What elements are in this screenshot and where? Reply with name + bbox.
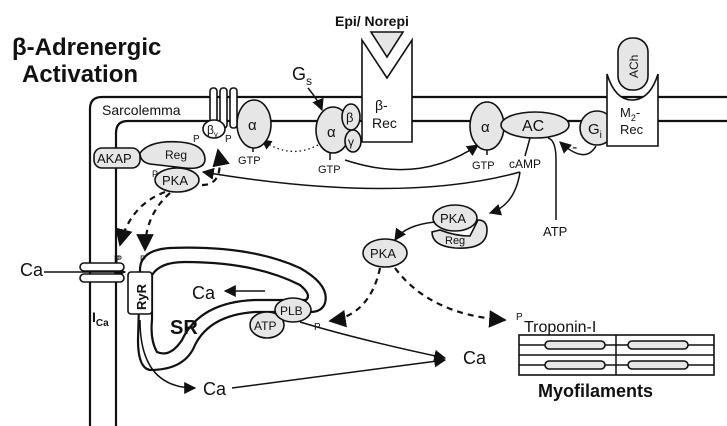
- gs-alpha-label: α: [327, 124, 336, 141]
- ryr-p-1: P: [114, 254, 120, 264]
- troponin-p: P: [516, 312, 523, 323]
- m2-label-1: M2-: [620, 105, 640, 123]
- ca-bottom-arrow: [139, 319, 197, 394]
- ac-gtp-label: GTP: [472, 160, 495, 172]
- pka-reg-pka-label: PKA: [440, 211, 466, 226]
- pka-reg-subunit: [431, 219, 488, 249]
- sr-outer: [136, 246, 327, 372]
- title-line1: β-Adrenergic: [12, 34, 161, 61]
- ca-to-right-line: [231, 355, 447, 389]
- akap-pka-to-ryr-dash: [115, 190, 166, 247]
- ac-label: AC: [522, 118, 544, 135]
- akap-p: P: [152, 169, 158, 179]
- akap: [93, 147, 141, 169]
- pka-to-plb-dash: [328, 267, 382, 328]
- pka-reg-pka: [432, 204, 478, 232]
- ac-to-camp: [524, 137, 531, 157]
- pka-to-troponin-dash: [394, 267, 507, 328]
- gi-inhibit-arrow: [559, 141, 597, 156]
- ca-right-label: Ca: [463, 348, 487, 368]
- pka-reg-label: Reg: [445, 235, 465, 247]
- troponin-label: Troponin-I: [524, 319, 596, 336]
- ica-channel-bottom: [79, 273, 125, 283]
- sr-atp-label: ATP: [254, 319, 276, 333]
- gs-gamma-label: γ: [348, 135, 354, 149]
- akap-reg-label: Reg: [165, 148, 187, 162]
- title-line2: Activation: [22, 61, 138, 88]
- akap-pka-to-channel-dash: [201, 148, 230, 187]
- pka-release-arrow: [394, 221, 436, 241]
- akap-pka: [154, 167, 200, 193]
- ligand-triangle: [369, 31, 405, 59]
- ac-alpha-label: α: [481, 119, 490, 136]
- sarcolemma-inner: [114, 119, 727, 426]
- gs-arrow: [307, 87, 324, 112]
- plb: [274, 297, 312, 323]
- ryr-label: RyR: [134, 283, 149, 310]
- beta-receptor-label-1: β-: [375, 97, 388, 113]
- ryr-p-2: P: [140, 254, 146, 264]
- gs-gtp-label: GTP: [318, 164, 341, 176]
- m2-receptor: [606, 73, 659, 147]
- sarcolemma-label: Sarcolemma: [102, 102, 181, 118]
- gi-inhibit-sign: -: [572, 139, 577, 156]
- ca-right-arrow: [299, 321, 447, 362]
- myofilaments-label: Myofilaments: [538, 381, 653, 401]
- plb-label: PLB: [280, 304, 303, 318]
- akap-reg-subunit: [139, 140, 206, 170]
- channel-gtp-label: GTP: [238, 155, 261, 167]
- m2-label-2: Rec: [620, 122, 644, 137]
- ca-bottom-label: Ca: [203, 379, 227, 399]
- sr-label: SR: [170, 317, 198, 339]
- sarcolemma-outer: [88, 95, 727, 426]
- ligand-label: Epi/ Norepi: [335, 13, 409, 29]
- ica-label: ICa: [92, 309, 109, 329]
- beta-receptor-label-2: Rec: [372, 115, 397, 131]
- ica-p: P: [116, 254, 122, 264]
- ca-in-label: Ca: [20, 260, 44, 280]
- sr-atp: [249, 311, 285, 339]
- akap-pka-label: PKA: [162, 173, 188, 188]
- akap-label: AKAP: [97, 151, 132, 166]
- ach-label: ACh: [627, 55, 641, 78]
- sr-inner: [150, 260, 310, 355]
- adenylyl-cyclase: [500, 111, 570, 139]
- akap-pka-to-ryr-dash-2: [136, 192, 171, 252]
- gs-to-ac-arrow: [344, 144, 479, 171]
- channel-p-2: P: [225, 134, 232, 145]
- camp-to-akap-arrow: [201, 167, 521, 190]
- gs-label: Gs: [292, 64, 312, 88]
- channel-beta-subunit: [202, 119, 226, 139]
- gs-beta-label: β: [346, 110, 353, 125]
- channel-beta-label: βγ: [207, 123, 218, 139]
- camp-label: cAMP: [509, 157, 541, 171]
- gs-gamma-subunit: [344, 129, 362, 153]
- atp-to-ac-arrow: [547, 137, 557, 220]
- gi-label: Gi: [588, 121, 602, 141]
- ica-channel-top: [79, 262, 125, 272]
- camp-to-pka-arrow: [488, 171, 521, 216]
- channel-p-1: P: [193, 134, 200, 145]
- free-pka-label: PKA: [370, 246, 396, 261]
- free-pka: [362, 238, 408, 268]
- beta-receptor: [361, 37, 413, 143]
- myofilaments-graphic: [518, 334, 715, 376]
- channel-rod-3: [229, 87, 238, 129]
- channel-alpha-label: α: [248, 117, 257, 134]
- ryr-channel: [127, 271, 153, 315]
- gs-to-channel-dotted: [261, 139, 319, 152]
- ach-ligand: [617, 37, 649, 91]
- sr-ca-release-label: Ca: [192, 283, 216, 303]
- atp-label: ATP: [543, 224, 567, 239]
